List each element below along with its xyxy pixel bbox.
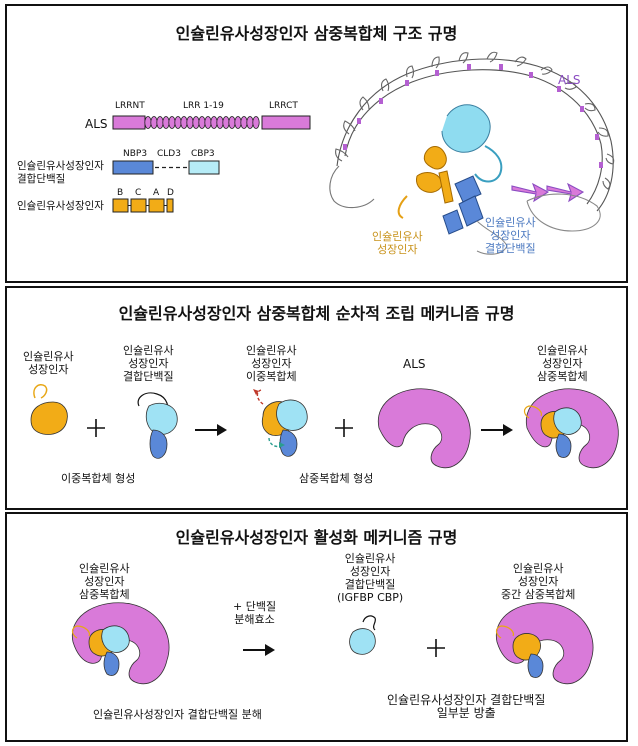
- intermediate-complex-shape: [495, 602, 594, 685]
- binary-step-caption: 이중복합체 형성: [61, 472, 136, 485]
- a-label: A: [153, 188, 160, 198]
- released-fragment-label: 인슐린유사 성장인자 결합단백질 (IGFBP CBP): [337, 552, 404, 604]
- cld3-label: CLD3: [157, 149, 181, 159]
- lrr-repeats: [144, 116, 260, 129]
- igf-structure: [397, 146, 454, 219]
- a-domain: [148, 198, 165, 213]
- ternary-complex-shape-2: [71, 602, 170, 685]
- cbp3-domain: [188, 160, 220, 175]
- ibp-structure: [441, 104, 508, 255]
- protease-label: + 단백질 분해효소: [233, 600, 277, 626]
- als-structure: [329, 51, 615, 232]
- b-domain: [112, 198, 129, 213]
- lrrct-label: LRRCT: [269, 101, 298, 111]
- binary-complex-shape: [253, 389, 308, 457]
- intermediate-complex-label: 인슐린유사 성장인자 중간 삼중복합체: [501, 562, 576, 601]
- struct-ibp-label: 인슐린유사 성장인자 결합단백질: [485, 216, 536, 255]
- ibp-label: 인슐린유사 성장인자 결합단백질: [123, 344, 174, 383]
- c-label: C: [135, 188, 142, 198]
- plus-sign-2: [335, 419, 353, 437]
- arrow-3: [243, 644, 275, 656]
- b-label: B: [117, 188, 124, 198]
- igf-domain-label: 인슐린유사성장인자: [17, 200, 104, 212]
- lrrnt-domain: [112, 115, 146, 130]
- ternary-step-caption: 삼중복합체 형성: [299, 472, 374, 485]
- assembly-panel-title: 인슐린유사성장인자 삼중복합체 순차적 조립 메커니즘 규명: [118, 304, 515, 323]
- struct-als-label: ALS: [558, 73, 581, 87]
- als-label: ALS: [403, 357, 426, 371]
- release-caption: 인슐린유사성장인자 결합단백질 일부분 방출: [387, 693, 546, 720]
- struct-igf-label: 인슐린유사 성장인자: [372, 230, 423, 256]
- cbp3-label: CBP3: [191, 149, 215, 159]
- released-fragment-shape: [349, 615, 377, 655]
- assembly-diagram: [30, 384, 619, 469]
- d-domain: [166, 198, 174, 213]
- igf-label: 인슐린유사 성장인자: [23, 350, 74, 376]
- lrrnt-label: LRRNT: [115, 101, 145, 111]
- plus-sign-3: [427, 639, 445, 657]
- als-domain-label: ALS: [85, 117, 108, 131]
- lrr-label: LRR 1-19: [183, 101, 224, 111]
- activation-panel: 인슐린유사성장인자 활성화 메커니즘 규명 인슐린유사 성장인자 삼중복합체 +…: [5, 512, 628, 742]
- ibp-domain-label: 인슐린유사성장인자 결합단백질: [17, 160, 104, 185]
- activation-panel-title: 인슐린유사성장인자 활성화 메커니즘 규명: [175, 528, 458, 547]
- nbp3-domain: [112, 160, 154, 175]
- ternary-complex-label: 인슐린유사 성장인자 삼중복합체: [537, 344, 588, 383]
- arrow-1: [195, 424, 227, 436]
- binary-complex-label: 인슐린유사 성장인자 이중복합체: [246, 344, 297, 383]
- ibp-shape: [137, 392, 178, 459]
- als-shape: [377, 388, 471, 469]
- igf-shape: [30, 384, 68, 435]
- structure-panel: 인슐린유사성장인자 삼중복합체 구조 규명 LRRNT LRR 1-19 LRR…: [5, 4, 628, 283]
- lrrct-domain: [261, 115, 311, 130]
- ternary-complex-label-2: 인슐린유사 성장인자 삼중복합체: [79, 562, 130, 601]
- domain-legend-diagram: [112, 51, 615, 255]
- c-domain: [130, 198, 147, 213]
- plus-sign-1: [87, 419, 105, 437]
- arrow-2: [481, 424, 513, 436]
- cleavage-caption: 인슐린유사성장인자 결합단백질 분해: [93, 708, 262, 721]
- nbp3-label: NBP3: [123, 149, 148, 159]
- d-label: D: [167, 188, 174, 198]
- activation-diagram: [71, 602, 594, 685]
- assembly-panel: 인슐린유사성장인자 삼중복합체 순차적 조립 메커니즘 규명 인슐린유사 성장인…: [5, 286, 628, 510]
- structure-panel-title: 인슐린유사성장인자 삼중복합체 구조 규명: [175, 24, 458, 43]
- ternary-complex-shape: [523, 388, 619, 469]
